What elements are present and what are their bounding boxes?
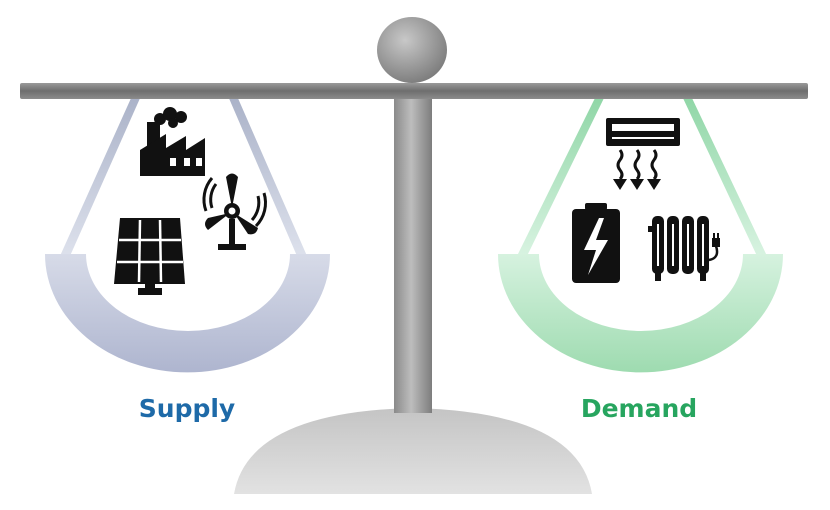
factory-icon <box>140 107 205 176</box>
supply-pan <box>45 254 330 373</box>
supply-label: Supply <box>138 394 236 423</box>
demand-pan <box>498 254 783 373</box>
air-conditioner-icon <box>606 118 680 190</box>
scale-knob <box>377 17 447 83</box>
radiator-icon <box>648 216 720 281</box>
supply-strings <box>60 96 307 256</box>
wind-turbine-icon <box>202 173 267 250</box>
scale-base <box>234 408 592 494</box>
battery-icon <box>572 203 620 283</box>
scale-beam <box>20 83 808 99</box>
solar-panel-icon <box>114 218 185 295</box>
scale-pillar <box>394 95 432 413</box>
demand-strings <box>517 96 767 256</box>
demand-label: Demand <box>580 394 698 423</box>
